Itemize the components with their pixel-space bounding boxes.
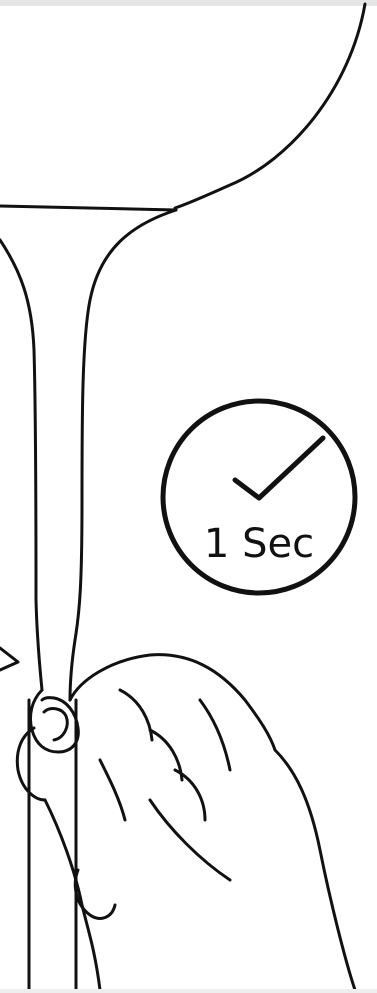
hand-finger-lower-1 [17, 728, 45, 800]
timer-badge: 1 Sec [159, 392, 359, 602]
balloon-outline [175, 4, 365, 208]
hand-knuckle-lines [100, 690, 205, 820]
balloon-neck-left [0, 240, 42, 690]
thumbnail [44, 709, 67, 740]
timer-label: 1 Sec [159, 524, 359, 564]
timer-circle [159, 392, 359, 602]
arrow-tip-icon [0, 648, 18, 670]
hand-finger-tip [75, 870, 115, 918]
checkmark-icon [235, 438, 323, 498]
hand-palm-crease [150, 700, 230, 880]
hand-outline [70, 655, 355, 990]
balloon-seam-line [0, 206, 176, 210]
hand-finger-lower-2 [45, 800, 100, 990]
bottom-strip [0, 989, 377, 993]
